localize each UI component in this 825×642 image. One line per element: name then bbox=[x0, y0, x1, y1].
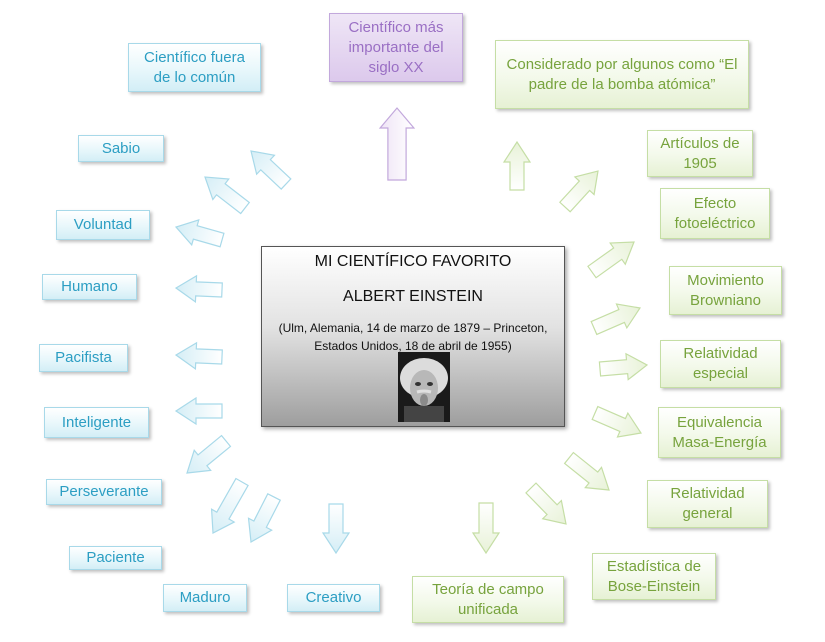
left-node-2: Voluntad bbox=[56, 210, 150, 240]
node-label: Maduro bbox=[179, 589, 231, 606]
birth-death-details: (Ulm, Alemania, 14 de marzo de 1879 – Pr… bbox=[278, 321, 548, 353]
blue-arrow-9 bbox=[321, 503, 351, 555]
right-node-6: Relatividad general bbox=[647, 480, 768, 528]
blue-arrow-8 bbox=[247, 493, 282, 543]
right-node-8: Teoría de campo unificada bbox=[412, 576, 564, 623]
left-node-1: Sabio bbox=[78, 135, 164, 162]
blue-arrow-6 bbox=[186, 434, 232, 474]
node-label: Relatividad especial bbox=[683, 345, 758, 382]
green-arrow-18 bbox=[525, 482, 567, 525]
node-label: Movimiento Browniano bbox=[687, 271, 764, 309]
purple-arrow-10 bbox=[378, 107, 416, 181]
blue-arrow-0 bbox=[250, 150, 292, 190]
green-arrow-19 bbox=[471, 502, 501, 555]
blue-arrow-3 bbox=[174, 274, 223, 303]
green-arrow-14 bbox=[590, 303, 642, 336]
green-arrow-15 bbox=[598, 352, 649, 381]
node-label: Teoría de campo unificada bbox=[432, 580, 544, 618]
right-node-5: Equivalencia Masa-Energía bbox=[658, 407, 781, 458]
node-label: Considerado por algunos como “El padre d… bbox=[506, 55, 738, 93]
right-node-4: Relatividad especial bbox=[660, 340, 781, 388]
central-topic-box: MI CIENTÍFICO FAVORITO ALBERT EINSTEIN (… bbox=[261, 246, 565, 427]
right-node-2: Efecto fotoeléctrico bbox=[660, 188, 770, 239]
node-label: Paciente bbox=[86, 549, 145, 566]
blue-arrow-4 bbox=[174, 341, 223, 370]
blue-arrow-5 bbox=[174, 396, 223, 426]
right-node-7: Estadística de Bose-Einstein bbox=[592, 553, 716, 600]
node-label: Equivalencia Masa-Energía bbox=[672, 413, 767, 451]
left-node-3: Humano bbox=[42, 274, 137, 300]
node-label: Científico fuera de lo común bbox=[144, 48, 245, 86]
node-label: Humano bbox=[61, 278, 118, 295]
node-label: Pacifista bbox=[55, 349, 112, 366]
node-label: Relatividad general bbox=[670, 485, 745, 522]
node-label: Efecto fotoeléctrico bbox=[674, 194, 756, 232]
einstein-photo bbox=[398, 352, 450, 422]
top-node-box: Científico más importante del siglo XX bbox=[329, 13, 463, 82]
right-node-1: Artículos de 1905 bbox=[647, 130, 753, 177]
green-arrow-12 bbox=[558, 170, 599, 213]
left-node-5: Inteligente bbox=[44, 407, 149, 438]
node-label: Creativo bbox=[305, 589, 362, 606]
node-label: Sabio bbox=[101, 139, 141, 157]
left-node-4: Pacifista bbox=[39, 344, 128, 372]
node-label: Inteligente bbox=[61, 413, 132, 431]
green-arrow-11 bbox=[502, 140, 532, 191]
blue-arrow-2 bbox=[174, 219, 225, 248]
green-arrow-13 bbox=[587, 241, 635, 279]
left-node-0: Científico fuera de lo común bbox=[128, 43, 261, 92]
left-node-8: Maduro bbox=[163, 584, 247, 612]
green-arrow-17 bbox=[563, 451, 610, 491]
node-label: Perseverante bbox=[59, 483, 149, 500]
node-label: Estadística de Bose-Einstein bbox=[606, 557, 702, 595]
node-label: Voluntad bbox=[73, 216, 133, 233]
left-node-9: Creativo bbox=[287, 584, 380, 612]
left-node-6: Perseverante bbox=[46, 479, 162, 505]
green-arrow-16 bbox=[591, 405, 643, 438]
scientist-name: ALBERT EINSTEIN bbox=[343, 288, 483, 305]
right-node-0: Considerado por algunos como “El padre d… bbox=[495, 40, 749, 109]
blue-arrow-1 bbox=[204, 176, 251, 215]
left-node-7: Paciente bbox=[69, 546, 162, 570]
right-node-3: Movimiento Browniano bbox=[669, 266, 782, 315]
blue-arrow-7 bbox=[210, 477, 249, 534]
node-label: Artículos de 1905 bbox=[660, 134, 740, 172]
central-title: MI CIENTÍFICO FAVORITO bbox=[314, 253, 512, 270]
top-node-label: Científico más importante del siglo XX bbox=[348, 18, 444, 76]
